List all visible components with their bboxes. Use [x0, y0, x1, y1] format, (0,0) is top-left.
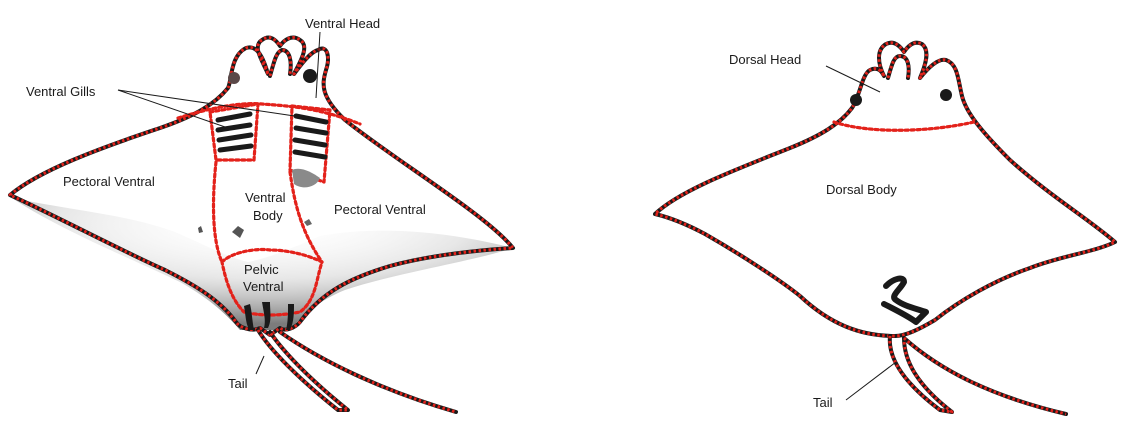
dorsal-tail-dots	[890, 336, 952, 412]
pelvic-ventral-label-line2: Ventral	[243, 279, 284, 294]
dorsal-right-eye	[940, 89, 952, 101]
dorsal-body-label: Dorsal Body	[826, 182, 897, 197]
ventral-head-label: Ventral Head	[305, 16, 380, 31]
ventral-view: Ventral Head Ventral Gills Pectoral Vent…	[10, 16, 513, 412]
ventral-tail-label: Tail	[228, 376, 248, 391]
dorsal-left-eye	[850, 94, 862, 106]
ventral-gill-speckle	[292, 169, 320, 188]
dorsal-head-label: Dorsal Head	[729, 52, 801, 67]
ventral-marking-1	[232, 226, 244, 238]
ventral-right-eye	[303, 69, 317, 83]
dorsal-tail-label: Tail	[813, 395, 833, 410]
ventral-tail-leader	[256, 356, 264, 374]
ventral-body-label-line2: Body	[253, 208, 283, 223]
dorsal-tail-leader	[846, 362, 896, 400]
pectoral-ventral-left-label: Pectoral Ventral	[63, 174, 155, 189]
dorsal-view: Dorsal Head Dorsal Body Tail	[655, 43, 1115, 414]
ventral-left-gills	[218, 114, 251, 150]
dorsal-head-boundary	[834, 122, 974, 130]
ventral-marking-2	[198, 226, 203, 233]
pelvic-ventral-label-line1: Pelvic	[244, 262, 279, 277]
dorsal-tail	[890, 336, 952, 412]
ventral-head-leader	[316, 32, 320, 98]
ventral-gills-label: Ventral Gills	[26, 84, 96, 99]
ventral-right-gills	[295, 116, 326, 157]
pectoral-ventral-right-label: Pectoral Ventral	[334, 202, 426, 217]
ventral-left-eye	[228, 72, 240, 84]
ventral-body-label-line1: Ventral	[245, 190, 286, 205]
dorsal-marking	[884, 279, 926, 322]
ventral-marking-3	[304, 219, 312, 226]
